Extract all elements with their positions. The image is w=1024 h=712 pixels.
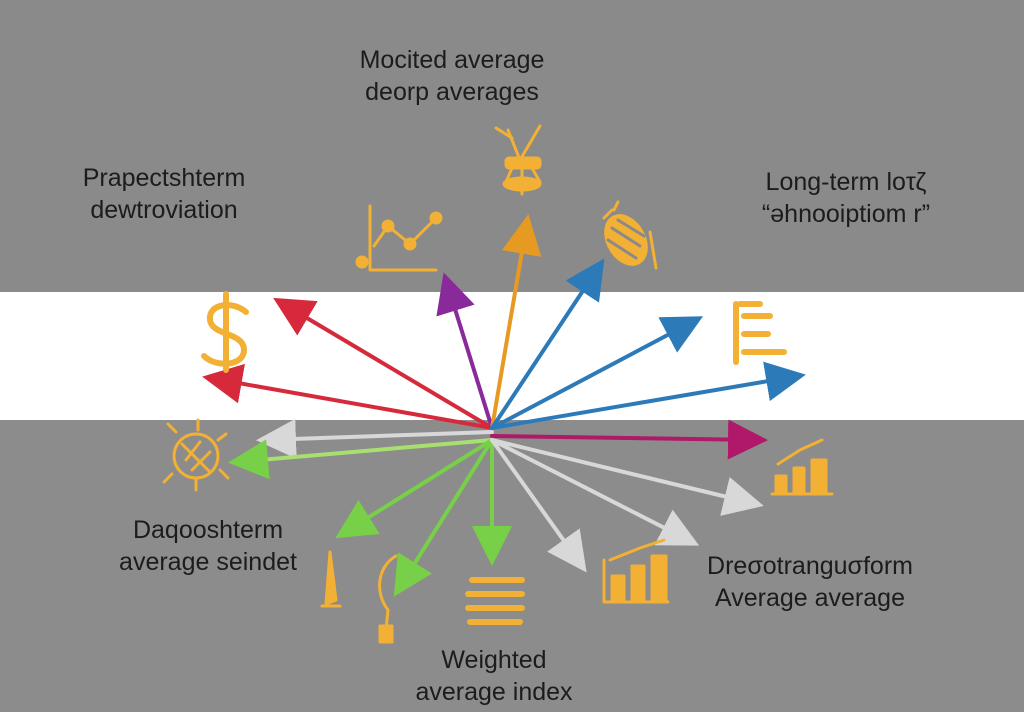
label-upper-left-line1: Prapectshterm (82, 164, 246, 192)
label-bottom-line1: Weighted (441, 646, 547, 674)
label-lower-right-line2: Average average (715, 584, 905, 612)
label-lower-right: Dreσotranguσform Average average (707, 550, 913, 614)
label-lower-right-line1: Dreσotranguσform (707, 552, 913, 580)
label-lower-left-line1: Daqooshterm (132, 516, 284, 544)
arrow-silver-right (490, 438, 764, 516)
pin-icon (320, 550, 342, 608)
label-top-line2: deorp averages (365, 78, 539, 106)
arrow-silver-down (490, 438, 587, 573)
label-top: Mocited average deorp averages (360, 44, 545, 108)
circuit-icon (162, 418, 230, 492)
line-chart-icon (355, 204, 443, 272)
label-lower-left-line2: average seindet (119, 548, 297, 576)
arrow-blue-high (490, 258, 605, 430)
arrow-orange (490, 214, 542, 430)
growth-chart-icon (602, 538, 670, 604)
arrow-silver-lowright (490, 438, 700, 546)
arrow-blue-low (490, 361, 806, 430)
label-upper-right-line1: Long-term loτζ (765, 168, 927, 196)
bar-chart-icon (770, 438, 834, 496)
label-bottom: Weighted average index (415, 644, 572, 708)
label-bottom-line2: average index (415, 678, 573, 706)
arrow-red-upper (273, 297, 494, 430)
arrow-silver-left (256, 418, 494, 459)
label-upper-right-line2: “əhnooiptiom r” (761, 200, 931, 228)
tripod-icon (494, 124, 542, 196)
arrow-magenta (490, 419, 768, 460)
label-lower-left: Daqooshterm average seindet (119, 514, 297, 578)
bee-icon (602, 200, 658, 270)
label-upper-left-line2: dewtroviation (90, 196, 238, 224)
balloon-icon (378, 554, 398, 644)
label-top-line1: Mocited average (359, 46, 545, 74)
arrow-purple (436, 272, 494, 430)
label-upper-left: Prapectshterm dewtroviation (83, 162, 246, 226)
dollar-icon (201, 291, 249, 373)
arrow-red-left (202, 363, 494, 430)
arrow-green-left (228, 438, 494, 480)
document-lines-icon (733, 301, 787, 365)
label-upper-right: Long-term loτζ “əhnooiptiom r” (762, 166, 930, 230)
stack-icon (465, 577, 525, 625)
arrow-green-lowleft (335, 438, 494, 539)
arrow-blue-mid (490, 316, 704, 430)
arrow-green-down-left (393, 438, 494, 597)
